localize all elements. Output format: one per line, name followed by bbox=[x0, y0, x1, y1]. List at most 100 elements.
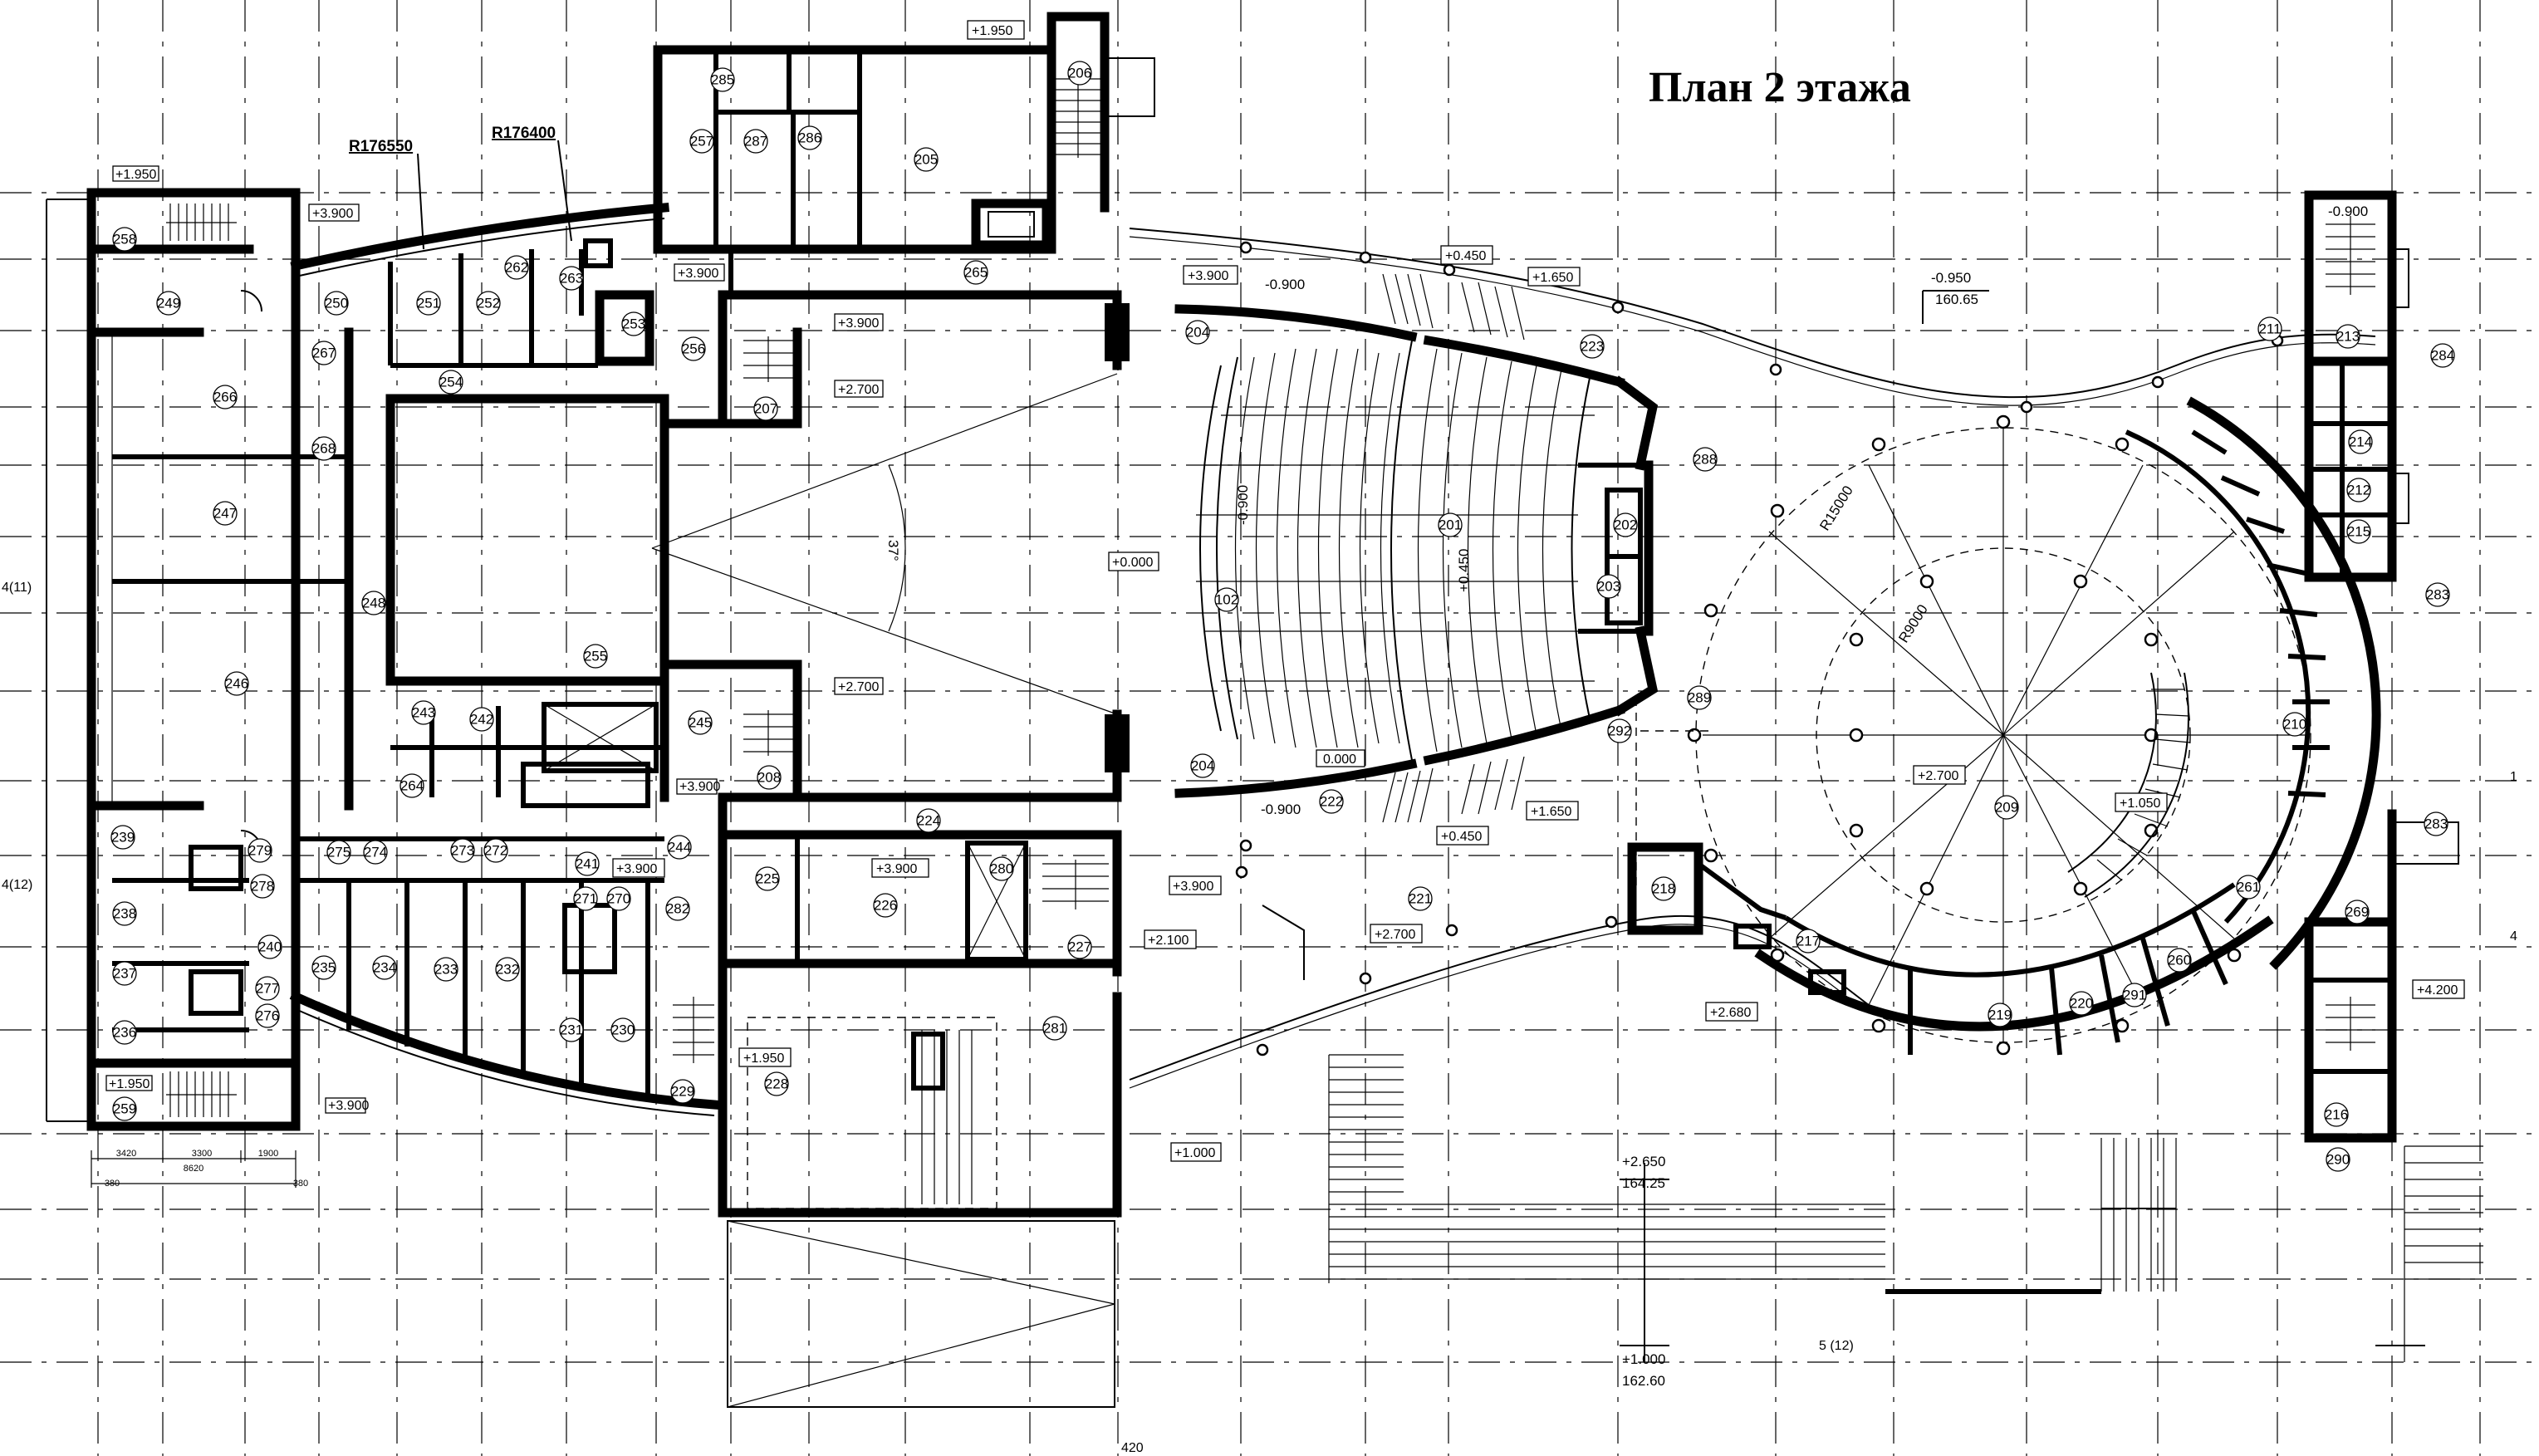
room-markers: 205 206 285 257 287 286 265 258 249 250 … bbox=[110, 61, 2455, 1172]
svg-text:8620: 8620 bbox=[184, 1164, 203, 1174]
dimension-chain: 3420 3300 1900 8620 380 380 bbox=[91, 1149, 308, 1189]
svg-text:215: 215 bbox=[2347, 524, 2370, 540]
room-102: 102 bbox=[1214, 587, 1239, 612]
svg-text:380: 380 bbox=[293, 1179, 308, 1189]
room-207: 207 bbox=[753, 396, 778, 421]
svg-text:231: 231 bbox=[560, 1022, 583, 1038]
svg-text:286: 286 bbox=[798, 130, 821, 146]
svg-text:245: 245 bbox=[689, 715, 712, 731]
room-289: 289 bbox=[1687, 685, 1712, 710]
svg-text:+3.900: +3.900 bbox=[1173, 880, 1213, 894]
svg-text:+4.200: +4.200 bbox=[2417, 983, 2458, 998]
svg-text:204: 204 bbox=[1186, 325, 1209, 341]
svg-text:1: 1 bbox=[2510, 770, 2517, 784]
svg-text:219: 219 bbox=[1988, 1007, 2012, 1023]
svg-text:+3.900: +3.900 bbox=[328, 1099, 369, 1113]
svg-text:288: 288 bbox=[1693, 452, 1717, 468]
svg-text:218: 218 bbox=[1652, 881, 1675, 897]
svg-text:229: 229 bbox=[671, 1084, 694, 1100]
room-210: 210 bbox=[2282, 712, 2307, 737]
room-283-bottom: 283 bbox=[2424, 811, 2448, 836]
svg-text:4(11): 4(11) bbox=[2, 581, 32, 595]
svg-text:-0.900: -0.900 bbox=[1261, 802, 1301, 817]
svg-text:420: 420 bbox=[1121, 1441, 1144, 1455]
svg-text:232: 232 bbox=[496, 962, 519, 978]
svg-text:257: 257 bbox=[690, 134, 713, 150]
svg-text:+0.450: +0.450 bbox=[1445, 249, 1486, 263]
room-235: 235 bbox=[311, 955, 336, 980]
svg-text:R176550: R176550 bbox=[349, 138, 413, 155]
curved-corridor-walls bbox=[289, 203, 719, 1116]
svg-text:269: 269 bbox=[2345, 904, 2369, 920]
room-212: 212 bbox=[2346, 478, 2371, 502]
svg-text:263: 263 bbox=[560, 271, 583, 287]
svg-text:210: 210 bbox=[2283, 717, 2306, 733]
svg-text:208: 208 bbox=[757, 770, 781, 786]
svg-text:253: 253 bbox=[622, 316, 645, 332]
room-209: 209 bbox=[1994, 795, 2019, 820]
room-245: 245 bbox=[688, 710, 713, 735]
room-229: 229 bbox=[670, 1079, 695, 1104]
svg-text:+1.650: +1.650 bbox=[1531, 805, 1571, 819]
room-240: 240 bbox=[257, 934, 282, 959]
room-223: 223 bbox=[1580, 334, 1605, 359]
svg-text:+1.000: +1.000 bbox=[1622, 1351, 1665, 1367]
room-221: 221 bbox=[1408, 886, 1433, 911]
room-204-bottom: 204 bbox=[1190, 753, 1215, 778]
svg-text:160.65: 160.65 bbox=[1935, 292, 1978, 307]
svg-text:278: 278 bbox=[251, 879, 274, 895]
svg-text:+1.050: +1.050 bbox=[2120, 797, 2160, 811]
svg-text:241: 241 bbox=[576, 856, 599, 872]
room-268: 268 bbox=[311, 436, 336, 461]
svg-text:207: 207 bbox=[754, 401, 777, 417]
stage-walls bbox=[385, 290, 1130, 836]
svg-text:258: 258 bbox=[113, 232, 136, 248]
room-285: 285 bbox=[710, 67, 735, 92]
south-block-walls bbox=[673, 830, 1122, 1408]
room-214: 214 bbox=[2348, 429, 2373, 454]
svg-text:+3.900: +3.900 bbox=[312, 207, 353, 221]
room-271: 271 bbox=[573, 886, 598, 911]
svg-text:217: 217 bbox=[1796, 934, 1820, 949]
svg-text:203: 203 bbox=[1597, 579, 1620, 595]
room-288: 288 bbox=[1693, 447, 1718, 472]
svg-text:244: 244 bbox=[668, 840, 691, 855]
room-264: 264 bbox=[399, 773, 424, 798]
svg-text:+0.000: +0.000 bbox=[1112, 556, 1153, 570]
svg-text:+2.700: +2.700 bbox=[1375, 928, 1415, 942]
room-282: 282 bbox=[665, 896, 690, 921]
svg-text:164.25: 164.25 bbox=[1622, 1175, 1665, 1191]
svg-text:+3.900: +3.900 bbox=[616, 862, 657, 876]
svg-text:201: 201 bbox=[1439, 517, 1462, 533]
svg-text:235: 235 bbox=[312, 960, 336, 976]
room-242: 242 bbox=[469, 707, 494, 732]
room-267: 267 bbox=[311, 341, 336, 365]
svg-text:237: 237 bbox=[113, 966, 136, 982]
room-202: 202 bbox=[1613, 512, 1638, 537]
svg-text:+2.680: +2.680 bbox=[1710, 1006, 1751, 1020]
level-minus0900-top: -0.900 bbox=[1265, 277, 1305, 292]
room-216: 216 bbox=[2324, 1102, 2349, 1127]
svg-text:240: 240 bbox=[258, 939, 282, 955]
room-239: 239 bbox=[110, 825, 135, 850]
svg-text:271: 271 bbox=[574, 891, 597, 907]
radius-labels: R176550 R176400 bbox=[349, 125, 572, 250]
room-203: 203 bbox=[1596, 574, 1621, 599]
svg-text:209: 209 bbox=[1995, 800, 2018, 816]
room-257: 257 bbox=[689, 129, 714, 154]
svg-text:+2.700: +2.700 bbox=[1918, 769, 1958, 783]
room-272: 272 bbox=[483, 838, 508, 863]
svg-text:+2.650: +2.650 bbox=[1622, 1154, 1665, 1169]
room-262: 262 bbox=[504, 255, 529, 280]
svg-text:264: 264 bbox=[400, 778, 424, 794]
svg-text:234: 234 bbox=[373, 960, 396, 976]
svg-text:280: 280 bbox=[990, 861, 1013, 877]
svg-text:211: 211 bbox=[2258, 321, 2281, 337]
room-246: 246 bbox=[224, 671, 249, 696]
room-250: 250 bbox=[324, 291, 349, 316]
svg-text:-0.950: -0.950 bbox=[1931, 270, 1971, 286]
svg-text:262: 262 bbox=[505, 260, 528, 276]
level-marks: +1.950 +3.900 +1.950 +3.900 +3.900 +2.70… bbox=[105, 20, 2465, 1389]
room-208: 208 bbox=[757, 765, 782, 790]
svg-text:225: 225 bbox=[756, 871, 779, 887]
